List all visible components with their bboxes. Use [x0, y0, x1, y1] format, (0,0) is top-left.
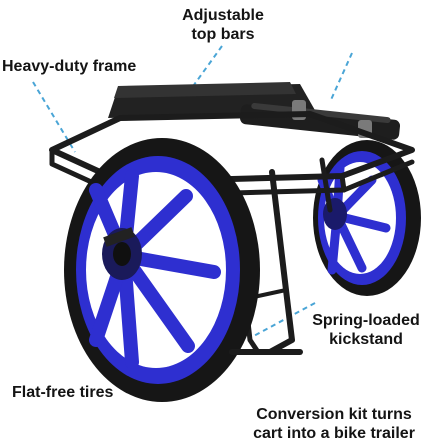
- top-bars: [108, 82, 401, 140]
- callout-tires: Flat-free tires: [12, 383, 113, 402]
- leader-line-top-bars: [185, 45, 223, 97]
- callout-top-bars-line1: Adjustable: [182, 7, 264, 24]
- leader-line-conversion: [329, 52, 353, 103]
- front-wheel: [64, 138, 260, 402]
- callout-frame: Heavy-duty frame: [2, 57, 136, 76]
- callout-kickstand: Spring-loaded kickstand: [306, 311, 426, 349]
- leader-line-kickstand: [249, 302, 316, 339]
- callout-top-bars: Adjustable top bars: [168, 6, 278, 44]
- callout-conversion-line1: Conversion kit turns: [256, 406, 412, 423]
- leader-line-frame: [32, 81, 76, 153]
- callout-top-bars-line2: top bars: [191, 26, 255, 43]
- callout-conversion: Conversion kit turns cart into a bike tr…: [236, 405, 432, 443]
- callout-kickstand-line1: Spring-loaded: [312, 312, 420, 329]
- callout-conversion-line2: cart into a bike trailer: [253, 425, 415, 442]
- callout-kickstand-line2: kickstand: [329, 331, 403, 348]
- callout-frame-text: Heavy-duty frame: [2, 58, 137, 75]
- callout-tires-text: Flat-free tires: [12, 384, 114, 401]
